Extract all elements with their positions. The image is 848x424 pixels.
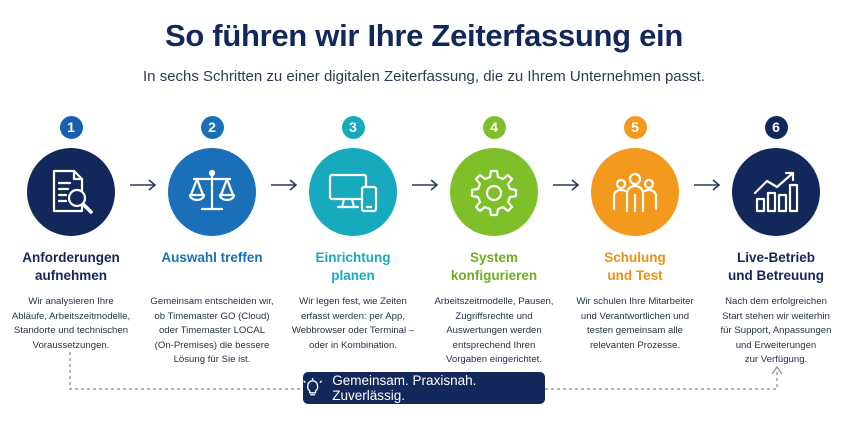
step-number-badge: 2 — [200, 116, 224, 139]
step-number-badge: 3 — [341, 116, 365, 139]
step-4: 4 System konfigurieren Arbeitszeitmodell… — [424, 116, 564, 368]
lightbulb-icon — [303, 378, 322, 396]
step-number-badge: 1 — [59, 116, 83, 139]
arrow-right-icon — [694, 179, 721, 191]
arrow-right-icon — [130, 179, 157, 191]
scales-icon — [188, 169, 236, 211]
step-title: Einrichtung planen — [315, 250, 391, 283]
arrow-right-icon — [553, 179, 580, 191]
step-description: Wir schulen Ihre Mitarbeiter und Verantw… — [576, 296, 694, 351]
step-number-badge: 5 — [623, 116, 647, 139]
step-number-badge: 4 — [482, 116, 506, 139]
growth-chart-icon — [753, 171, 799, 213]
step-title: Auswahl treffen — [161, 250, 263, 265]
arrow-right-icon — [412, 179, 439, 191]
step-title: System konfigurieren — [450, 250, 538, 283]
step-icon-circle — [27, 148, 115, 236]
arrow-right-icon — [271, 179, 298, 191]
gear-icon — [470, 169, 518, 217]
step-description: Wir legen fest, wie Zeiten erfasst werde… — [291, 296, 415, 351]
document-search-icon — [52, 169, 93, 214]
step-6: 6 Live-Betrieb und Betreuung Nach dem er… — [706, 116, 846, 368]
slogan-text: Gemeinsam. Praxisnah. Zuverlässig. — [332, 373, 477, 403]
step-3: 3 Einrichtung planen Wir legen fest, wie… — [283, 116, 423, 353]
step-number-badge: 6 — [764, 116, 788, 139]
step-description: Gemeinsam entscheiden wir, ob Timemaster… — [150, 296, 274, 366]
step-1: 1 Anforderungen aufnehmen Wir analysiere… — [1, 116, 141, 353]
page-title: So führen wir Ihre Zeiterfassung ein — [164, 18, 684, 53]
team-icon — [612, 172, 658, 213]
step-description: Arbeitszeitmodelle, Pausen, Zugriffsrech… — [434, 296, 554, 366]
step-icon-circle — [168, 148, 256, 236]
devices-icon — [328, 173, 378, 213]
step-icon-circle — [732, 148, 820, 236]
step-title: Schulung und Test — [604, 250, 666, 283]
step-2: 2 Auswahl treffen Gemeinsam entscheiden … — [142, 116, 282, 368]
slogan-banner: Gemeinsam. Praxisnah. Zuverlässig. — [303, 372, 545, 404]
step-icon-circle — [591, 148, 679, 236]
step-icon-circle — [309, 148, 397, 236]
page-subtitle: In sechs Schritten zu einer digitalen Ze… — [143, 68, 705, 85]
step-5: 5 Schulung und Test Wir schulen Ihre Mit… — [565, 116, 705, 353]
step-icon-circle — [450, 148, 538, 236]
step-title: Live-Betrieb und Betreuung — [728, 250, 824, 283]
step-description: Nach dem erfolgreichen Start stehen wir … — [720, 296, 832, 366]
step-title: Anforderungen aufnehmen — [22, 250, 120, 283]
step-description: Wir analysieren Ihre Abläufe, Arbeitszei… — [11, 296, 131, 351]
